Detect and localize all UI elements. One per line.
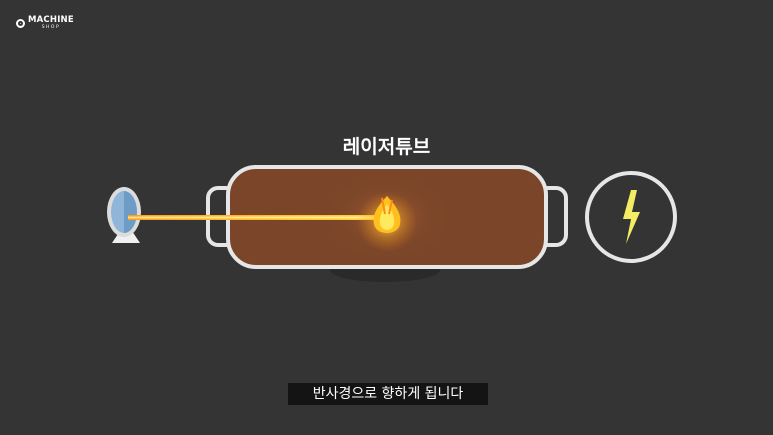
brand-logo: MACHINE SHOP (16, 16, 74, 30)
diagram-title: 레이저튜브 (342, 136, 431, 158)
flame-icon (357, 192, 417, 252)
subtitle-caption: 반사경으로 향하게 됩니다 (288, 383, 488, 405)
brand-sub: SHOP (41, 24, 61, 30)
logo-text: MACHINE SHOP (28, 16, 74, 30)
laser-beam-core (128, 216, 378, 219)
brand-name: MACHINE (28, 15, 74, 25)
logo-mark-icon (16, 18, 25, 28)
lightning-icon (623, 190, 640, 244)
power-circle (585, 171, 677, 263)
mirror-icon (107, 187, 141, 243)
